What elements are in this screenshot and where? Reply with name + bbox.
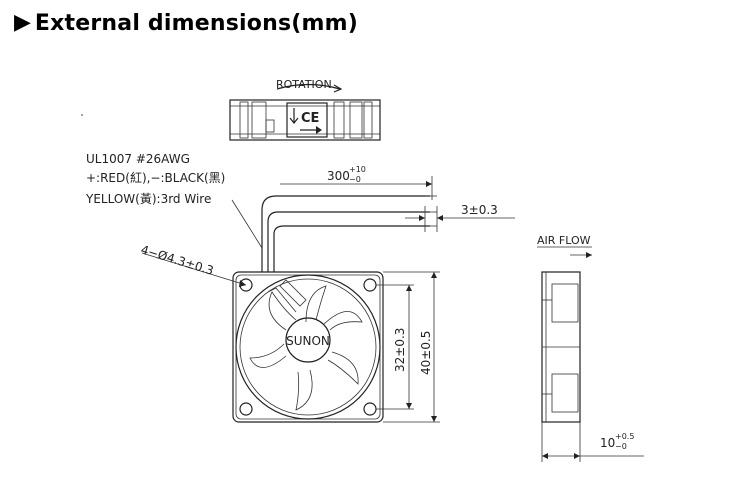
third-wire-label: YELLOW(黃):3rd Wire — [85, 192, 211, 206]
ce-mark-text: CE — [301, 111, 319, 126]
wire-colors-label: +:RED(紅),−:BLACK(黑) — [86, 171, 225, 185]
lead-length-dimension: 300 +10 −0 — [280, 165, 433, 200]
brand-label: SUNON — [286, 334, 330, 348]
front-view: SUNON — [232, 271, 384, 423]
frame-size-dimension: 40±0.5 — [383, 271, 440, 423]
frame-size-label: 40±0.5 — [419, 331, 433, 375]
fan-blades — [249, 285, 363, 411]
play-triangle-icon: ▶ — [14, 10, 31, 35]
holes-label: 4−Ø4.3±0.3 — [139, 242, 215, 277]
hole-pitch-dimension: 32±0.3 — [376, 284, 414, 410]
thickness-dimension: 10 +0.5 −0 — [541, 422, 644, 462]
rotation-label: ROTATION — [276, 78, 332, 91]
air-flow-label: AIR FLOW — [537, 234, 591, 247]
hole-callout: 4−Ø4.3±0.3 — [139, 242, 247, 287]
ce-mark-icon: CE — [286, 102, 328, 138]
page-title: External dimensions(mm) — [34, 10, 358, 36]
thickness-tol-lower: −0 — [615, 442, 627, 451]
lead-length-label: 300 — [327, 169, 350, 183]
section-heading: ▶ External dimensions(mm) — [14, 6, 358, 40]
cable-spec-label: UL1007 #26AWG — [86, 152, 190, 166]
hole-pitch-label: 32±0.3 — [393, 328, 407, 372]
thickness-label: 10 — [600, 436, 615, 450]
strip-length-label: 3±0.3 — [461, 203, 498, 217]
lead-length-tol-lower: −0 — [349, 175, 361, 184]
strip-length-dimension: 3±0.3 — [405, 203, 515, 232]
thickness-tol-upper: +0.5 — [615, 432, 634, 441]
top-view: ROTATION CE — [229, 78, 381, 141]
rotation-arrow-icon — [276, 83, 341, 90]
lead-wires — [261, 195, 437, 272]
cable-notes: UL1007 #26AWG +:RED(紅),−:BLACK(黑) YELLOW… — [85, 152, 263, 249]
side-view: AIR FLOW — [537, 234, 592, 423]
lead-length-tol-upper: +10 — [349, 165, 366, 174]
